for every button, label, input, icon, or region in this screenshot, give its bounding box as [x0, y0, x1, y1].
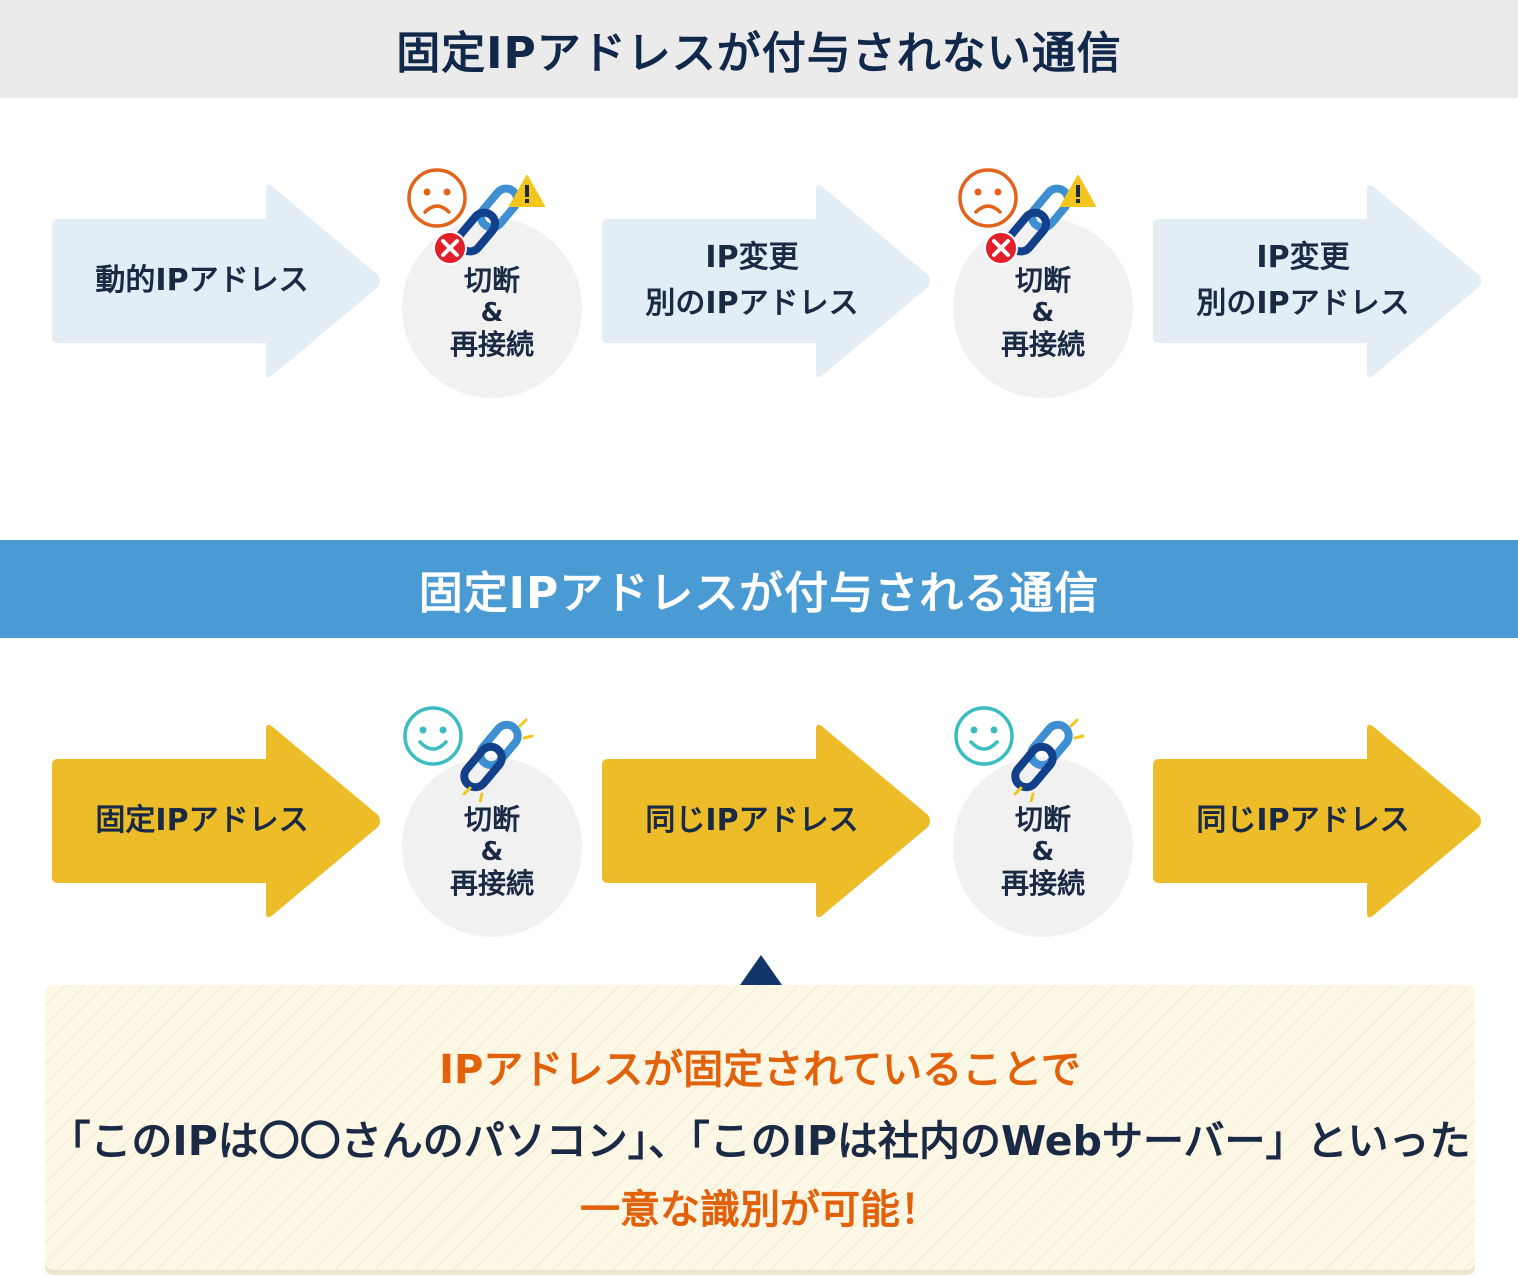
node-label-reconnect: 再接続 — [449, 328, 534, 361]
flow-arrow-same-ip: 同じIPアドレス — [602, 723, 932, 919]
disconnect-node: 切断 & 再接続 — [402, 218, 582, 398]
conclusion-callout: IPアドレスが固定されていることで 「このIPは〇〇さんのパソコン」、「このIP… — [45, 985, 1475, 1270]
node-label-disconnect: 切断 — [1014, 264, 1071, 297]
node-label-disconnect: 切断 — [1014, 803, 1071, 836]
flow-arrow-same-ip: 同じIPアドレス — [1153, 723, 1483, 919]
flow-arrow-dynamic-ip: 動的IPアドレス — [52, 183, 382, 379]
node-label-amp: & — [1031, 298, 1055, 328]
arrow-label: 同じIPアドレス — [645, 803, 859, 838]
disconnect-node: 切断 & 再接続 — [402, 757, 582, 937]
callout-conclusion: 一意な識別が可能！ — [580, 1187, 940, 1233]
callout-example: 「このIPは〇〇さんのパソコン」、「このIPは社内のWebサーバー」といった — [49, 1117, 1471, 1165]
section-title-static: 固定IPアドレスが付与される通信 — [0, 540, 1518, 638]
flow-arrow-ip-changed: IP変更 別のIPアドレス — [1153, 183, 1483, 379]
callout-headline: IPアドレスが固定されていることで — [439, 1047, 1081, 1093]
arrow-label: 固定IPアドレス — [95, 803, 309, 838]
node-label-amp: & — [480, 837, 504, 867]
node-label-amp: & — [1031, 837, 1055, 867]
node-label-amp: & — [480, 298, 504, 328]
disconnect-node: 切断 & 再接続 — [953, 757, 1133, 937]
flow-arrow-ip-changed: IP変更 別のIPアドレス — [602, 183, 932, 379]
node-label-disconnect: 切断 — [463, 264, 520, 297]
error-x-icon — [433, 231, 467, 265]
sad-face-icon — [958, 168, 1018, 228]
arrow-label-line-2: 別のIPアドレス — [1196, 286, 1410, 321]
arrow-label-line-1: IP変更 — [705, 240, 799, 275]
error-x-icon — [984, 231, 1018, 265]
arrow-label: 同じIPアドレス — [1196, 803, 1410, 838]
node-label-reconnect: 再接続 — [1000, 328, 1085, 361]
linked-chain-icon — [1011, 718, 1085, 802]
warning-icon — [1060, 175, 1096, 207]
node-label-reconnect: 再接続 — [449, 867, 534, 900]
sad-face-icon — [407, 168, 467, 228]
node-label-disconnect: 切断 — [463, 803, 520, 836]
callout-pointer — [740, 955, 782, 985]
arrow-label-line-2: 別のIPアドレス — [645, 286, 859, 321]
arrow-label-line-1: IP変更 — [1256, 240, 1350, 275]
section-title-dynamic: 固定IPアドレスが付与されない通信 — [0, 0, 1518, 98]
happy-face-icon — [954, 706, 1014, 766]
node-label-reconnect: 再接続 — [1000, 867, 1085, 900]
disconnect-node: 切断 & 再接続 — [953, 218, 1133, 398]
arrow-label: 動的IPアドレス — [95, 263, 309, 298]
linked-chain-icon — [460, 718, 534, 802]
flow-arrow-static-ip: 固定IPアドレス — [52, 723, 382, 919]
happy-face-icon — [403, 706, 463, 766]
warning-icon — [509, 175, 545, 207]
